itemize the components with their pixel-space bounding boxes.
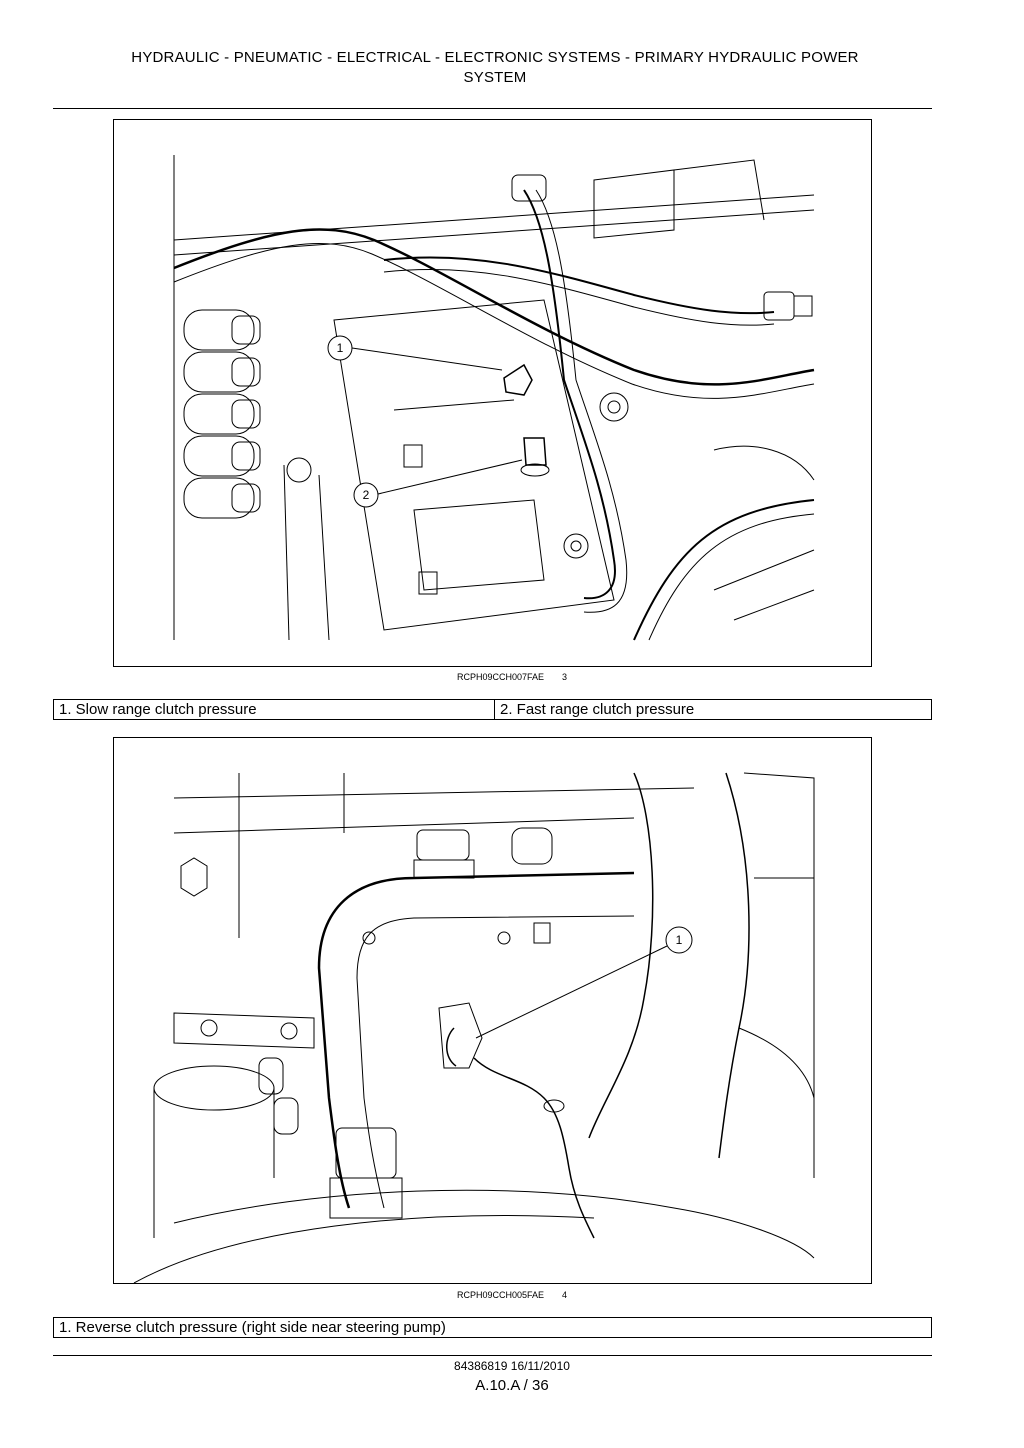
figure-3-caption: RCPH09CCH007FAE 3 — [0, 672, 1024, 682]
footer-page-number: A.10.A / 36 — [475, 1377, 549, 1394]
figure-3-callout-1: 1 — [337, 341, 344, 355]
legend-item-reverse-clutch: 1. Reverse clutch pressure (right side n… — [59, 1319, 446, 1336]
figure-3-illustration: 1 2 — [113, 119, 872, 667]
figure-4-legend-table: 1. Reverse clutch pressure (right side n… — [53, 1317, 932, 1338]
figure-3-line-drawing: 1 2 — [173, 155, 815, 641]
figure-3-code: RCPH09CCH007FAE — [456, 672, 545, 682]
figure-3-callout-2: 2 — [363, 488, 370, 502]
figure-3-legend-table: 1. Slow range clutch pressure 2. Fast ra… — [53, 699, 932, 720]
legend-item-fast-range: 2. Fast range clutch pressure — [494, 700, 931, 719]
header-title-line-1: HYDRAULIC - PNEUMATIC - ELECTRICAL - ELE… — [131, 49, 859, 66]
header-title-line-2: SYSTEM — [463, 69, 527, 86]
figure-4-illustration: 1 — [113, 737, 872, 1284]
footer-divider — [53, 1355, 932, 1356]
figure-4-number: 4 — [562, 1290, 568, 1300]
figure-4-callout-1: 1 — [676, 933, 683, 947]
footer-document-reference: 84386819 16/11/2010 — [454, 1359, 570, 1373]
header-divider — [53, 108, 932, 109]
figure-4-line-drawing: 1 — [133, 772, 815, 1283]
figure-3-number: 3 — [562, 672, 568, 682]
page-header: HYDRAULIC - PNEUMATIC - ELECTRICAL - ELE… — [60, 48, 930, 88]
legend-item-slow-range: 1. Slow range clutch pressure — [59, 701, 257, 718]
figure-4-caption: RCPH09CCH005FAE 4 — [0, 1290, 1024, 1300]
figure-4-code: RCPH09CCH005FAE — [456, 1290, 545, 1300]
